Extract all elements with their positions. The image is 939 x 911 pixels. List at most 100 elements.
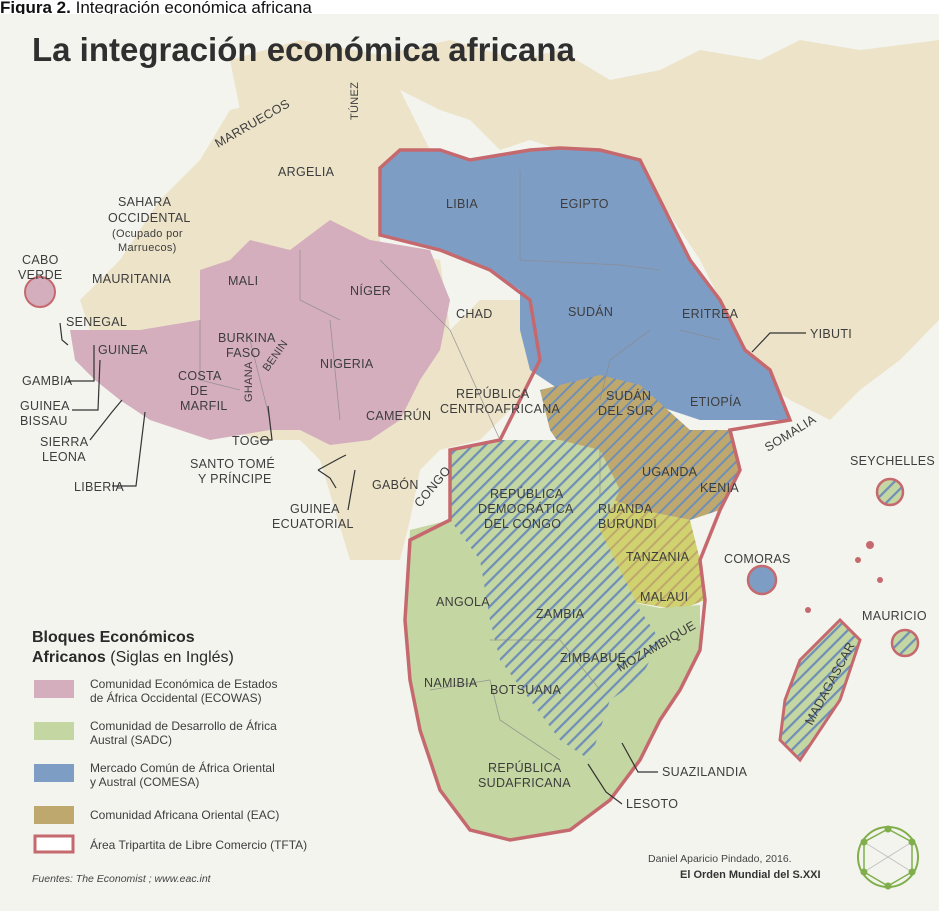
africa-map: La integración económica africana MARRUE…	[0, 14, 939, 911]
credit-author: Daniel Aparicio Pindado, 2016.	[648, 853, 792, 865]
legend-heading-1: Bloques Económicos	[32, 629, 195, 646]
label-seychelles: SEYCHELLES	[850, 454, 935, 468]
country-borders	[199, 170, 721, 761]
label-ge-1: GUINEA	[290, 502, 340, 516]
label-yibuti: YIBUTI	[810, 327, 852, 341]
comoras-island	[746, 564, 778, 596]
legend-heading-2: Africanos (Siglas en Inglés)	[32, 649, 234, 666]
tfta-outline	[378, 146, 793, 842]
label-rca-2: CENTROAFRICANA	[440, 402, 561, 416]
label-costa-1: COSTA	[178, 369, 222, 383]
label-ruanda: RUANDA	[598, 502, 653, 516]
label-costa-3: MARFIL	[180, 399, 228, 413]
label-camerun: CAMERÚN	[366, 408, 431, 423]
label-nigeria: NIGERIA	[320, 357, 374, 371]
label-ge-2: ECUATORIAL	[272, 517, 354, 531]
label-sudafrica-1: REPÚBLICA	[488, 760, 562, 775]
sources-note: Fuentes: The Economist ; www.eac.int	[32, 873, 212, 885]
drc-zambia-zimbabwe-region	[450, 440, 660, 760]
label-zambia: ZAMBIA	[536, 607, 585, 621]
label-tanzania: TANZANIA	[626, 550, 690, 564]
small-island	[805, 607, 811, 613]
seychelles-island	[875, 477, 905, 507]
legend-heading-2-rest: (Siglas en Inglés)	[106, 649, 234, 666]
label-gabon: GABÓN	[372, 477, 419, 492]
label-lesoto: LESOTO	[626, 797, 678, 811]
label-egipto: EGIPTO	[560, 197, 609, 211]
madagascar	[778, 617, 862, 763]
label-senegal: SENEGAL	[66, 315, 127, 329]
legend-swatch-eac	[34, 806, 74, 824]
legend-swatch-tfta	[33, 834, 75, 854]
label-malaui: MALAUI	[640, 590, 688, 604]
map-title: La integración económica africana	[32, 31, 575, 68]
mauricio-island	[890, 628, 920, 658]
label-guinea-bissau-1: GUINEA	[20, 399, 70, 413]
small-island	[866, 541, 874, 549]
label-rdc-3: DEL CONGO	[484, 517, 561, 531]
europe-land	[230, 40, 939, 420]
label-sahara-1: SAHARA	[118, 195, 172, 209]
label-gambia: GAMBIA	[22, 374, 73, 388]
label-sudan-sur-2: DEL SUR	[598, 404, 654, 418]
label-costa-2: DE	[190, 384, 208, 398]
legend-tfta: Área Tripartita de Libre Comercio (TFTA)	[90, 837, 307, 852]
label-burkina-1: BURKINA	[218, 331, 276, 345]
label-mauricio: MAURICIO	[862, 609, 927, 623]
legend-ecowas-2: de África Occidental (ECOWAS)	[90, 690, 262, 705]
ecowas-region	[70, 220, 450, 445]
tanzania-region	[600, 495, 705, 610]
label-sahara-2: OCCIDENTAL	[108, 211, 191, 225]
label-liberia: LIBERIA	[74, 480, 124, 494]
cabo-verde-island	[24, 276, 56, 308]
label-kenia: KENIA	[700, 481, 739, 495]
label-rca-1: REPÚBLICA	[456, 386, 530, 401]
legend-swatch-ecowas	[34, 680, 74, 698]
credit-publisher: El Orden Mundial del S.XXI	[680, 869, 821, 881]
legend-swatch-comesa	[34, 764, 74, 782]
label-cabo-verde-2: VERDE	[18, 268, 63, 282]
caption-prefix: Figura 2.	[0, 0, 71, 17]
label-sierra-leona-2: LEONA	[42, 450, 86, 464]
eac-region	[540, 375, 740, 520]
label-rdc-1: REPÚBLICA	[490, 486, 564, 501]
label-burundi: BURUNDI	[598, 517, 657, 531]
figure-caption: Figura 2. Integración económica africana	[0, 0, 312, 22]
label-stp-2: Y PRÍNCIPE	[198, 471, 272, 486]
legend: Bloques Económicos Africanos (Siglas en …	[32, 629, 307, 854]
label-botsuana: BOTSUANA	[490, 683, 562, 697]
legend-heading-2-bold: Africanos	[32, 649, 106, 666]
label-sahara-3: (Ocupado por	[112, 228, 183, 240]
legend-eac: Comunidad Africana Oriental (EAC)	[90, 808, 279, 822]
legend-swatch-sadc	[34, 722, 74, 740]
label-tunez: TÚNEZ	[348, 82, 361, 120]
label-zimbabue: ZIMBABUE	[560, 651, 626, 665]
label-argelia: ARGELIA	[278, 165, 335, 179]
comesa-region	[380, 148, 790, 420]
legend-ecowas-1: Comunidad Económica de Estados	[90, 677, 277, 691]
small-island	[877, 577, 883, 583]
label-eritrea: ERITREA	[682, 307, 739, 321]
label-sudan: SUDÁN	[568, 304, 613, 319]
label-suazilandia: SUAZILANDIA	[662, 765, 748, 779]
label-sudan-sur-1: SUDÁN	[606, 388, 651, 403]
label-sudafrica-2: SUDAFRICANA	[478, 776, 571, 790]
small-island	[855, 557, 861, 563]
caption-text: Integración económica africana	[75, 0, 312, 17]
label-burkina-2: FASO	[226, 346, 261, 360]
label-comoras: COMORAS	[724, 552, 791, 566]
label-guinea-bissau-2: BISSAU	[20, 414, 68, 428]
label-etiopia: ETIOPÍA	[690, 394, 742, 409]
label-togo: TOGO	[232, 434, 270, 448]
label-sierra-leona-1: SIERRA	[40, 435, 89, 449]
label-mali: MALI	[228, 274, 258, 288]
label-angola: ANGOLA	[436, 595, 490, 609]
legend-comesa-2: y Austral (COMESA)	[90, 775, 199, 789]
publisher-logo	[857, 825, 919, 890]
label-chad: CHAD	[456, 307, 493, 321]
label-libia: LIBIA	[446, 197, 478, 211]
label-niger: NÍGER	[350, 283, 391, 298]
leader-lines	[59, 322, 806, 805]
label-cabo-verde-1: CABO	[22, 253, 59, 267]
